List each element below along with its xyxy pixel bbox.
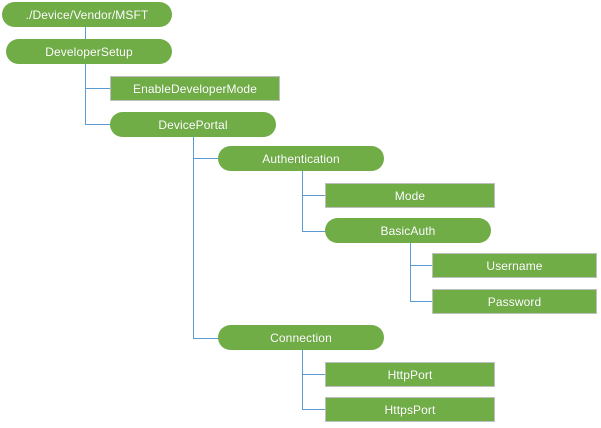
node-password[interactable]: Password [432, 289, 597, 314]
node-basicauth-label: BasicAuth [380, 223, 436, 238]
node-authentication[interactable]: Authentication [218, 146, 384, 171]
connector-basicauth-to-username [410, 265, 433, 266]
connector-root-to-developersetup [85, 27, 86, 40]
node-deviceportal-label: DevicePortal [158, 117, 228, 132]
connector-authentication-to-basicauth [302, 231, 326, 232]
connector-basicauth-trunk [410, 242, 411, 301]
connector-developersetup-trunk [85, 64, 86, 125]
connector-connection-to-httpsport [302, 409, 326, 410]
node-root[interactable]: ./Device/Vendor/MSFT [2, 2, 172, 27]
connector-developersetup-to-enabledevelopermode [85, 88, 111, 89]
node-username[interactable]: Username [432, 253, 597, 278]
node-mode-label: Mode [394, 188, 426, 203]
node-enabledevelopermode[interactable]: EnableDeveloperMode [110, 76, 280, 101]
node-mode[interactable]: Mode [325, 183, 495, 208]
node-username-label: Username [486, 258, 543, 273]
node-httpsport[interactable]: HttpsPort [325, 397, 495, 422]
node-httpport-label: HttpPort [387, 367, 433, 382]
node-enabledevelopermode-label: EnableDeveloperMode [133, 81, 257, 96]
connector-basicauth-to-password [410, 301, 433, 302]
connector-developersetup-to-deviceportal [85, 124, 111, 125]
connector-connection-to-httpport [302, 374, 326, 375]
node-root-label: ./Device/Vendor/MSFT [25, 7, 149, 22]
node-httpsport-label: HttpsPort [384, 402, 436, 417]
connector-authentication-to-mode [302, 195, 326, 196]
node-password-label: Password [487, 294, 542, 309]
node-authentication-label: Authentication [262, 151, 340, 166]
node-developersetup-label: DeveloperSetup [45, 44, 133, 59]
node-developersetup[interactable]: DeveloperSetup [6, 39, 172, 64]
node-httpport[interactable]: HttpPort [325, 362, 495, 387]
node-deviceportal[interactable]: DevicePortal [110, 112, 276, 137]
connector-connection-trunk [302, 350, 303, 409]
connector-deviceportal-to-connection [193, 338, 219, 339]
connector-deviceportal-trunk [193, 137, 194, 338]
connector-authentication-trunk [302, 171, 303, 231]
node-basicauth[interactable]: BasicAuth [325, 218, 491, 243]
node-connection-label: Connection [270, 330, 332, 345]
node-connection[interactable]: Connection [218, 325, 384, 350]
connector-deviceportal-to-authentication [193, 158, 219, 159]
